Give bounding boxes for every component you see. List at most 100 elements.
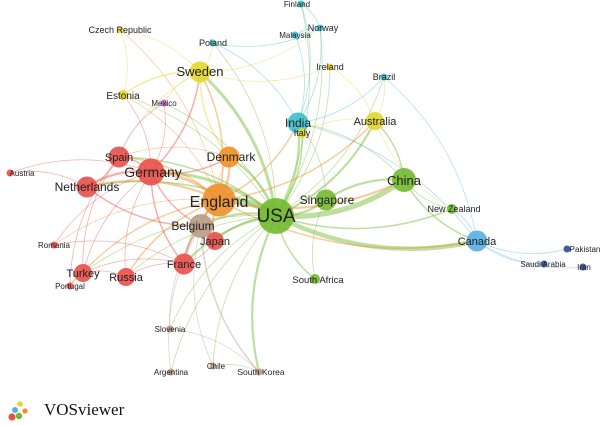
label-poland: Poland — [199, 38, 227, 48]
link-usa-spain — [118, 156, 277, 217]
label-belgium: Belgium — [171, 219, 214, 233]
node-mexico[interactable] — [160, 99, 168, 107]
link-england-china — [217, 178, 406, 210]
link-england-turkey — [82, 199, 220, 274]
node-italy[interactable] — [297, 128, 307, 138]
link-usa-turkey — [82, 215, 277, 274]
node-france[interactable] — [173, 253, 195, 275]
node-austria[interactable] — [6, 169, 14, 177]
label-malaysia: Malaysia — [279, 31, 311, 40]
link-spain-turkey — [82, 156, 120, 274]
node-south_africa[interactable] — [310, 274, 320, 284]
label-norway: Norway — [308, 23, 339, 33]
link-india-brazil — [297, 76, 385, 124]
node-usa[interactable] — [258, 198, 294, 234]
link-belgium-argentina — [168, 225, 202, 373]
node-new_zealand[interactable] — [447, 204, 457, 214]
link-usa-finland — [275, 3, 311, 217]
label-denmark: Denmark — [207, 150, 257, 164]
node-sweden[interactable] — [189, 61, 211, 83]
label-england: England — [190, 194, 249, 211]
vosviewer-brand: VOSviewer — [8, 398, 124, 422]
node-turkey[interactable] — [74, 264, 92, 282]
node-portugal[interactable] — [66, 282, 74, 290]
vosviewer-logo-icon — [8, 401, 28, 421]
node-netherlands[interactable] — [76, 176, 98, 198]
network-labels: USAEnglandGermanyBelgiumChinaSingaporeDe… — [10, 0, 600, 377]
link-india-norway — [297, 27, 322, 124]
label-slovenia: Slovenia — [155, 325, 186, 334]
label-austria: Austria — [10, 169, 35, 178]
link-canada-india — [297, 122, 478, 242]
label-argentina: Argentina — [154, 368, 189, 377]
node-germany[interactable] — [137, 158, 165, 186]
node-russia[interactable] — [117, 268, 135, 286]
node-china[interactable] — [392, 168, 416, 192]
node-spain[interactable] — [108, 146, 130, 168]
node-iran[interactable] — [579, 263, 587, 271]
link-england-canada — [218, 199, 478, 249]
label-south_korea: South Korea — [237, 367, 285, 377]
node-singapore[interactable] — [315, 189, 337, 211]
label-russia: Russia — [109, 272, 144, 284]
link-usa-new_zealand — [275, 208, 453, 230]
link-india-malaysia — [294, 34, 305, 124]
node-malaysia[interactable] — [291, 31, 299, 39]
link-germany-russia — [124, 171, 152, 278]
node-pakistan[interactable] — [563, 245, 571, 253]
link-spain-portugal — [69, 156, 120, 287]
link-usa-chile — [212, 215, 277, 367]
label-india: India — [285, 116, 311, 130]
label-australia: Australia — [354, 116, 398, 128]
link-england-czech — [119, 29, 220, 201]
link-usa-ireland — [275, 66, 331, 217]
node-belgium[interactable] — [189, 214, 213, 238]
link-england-estonia — [122, 94, 220, 201]
node-england[interactable] — [202, 183, 236, 217]
label-italy: Italy — [294, 128, 311, 138]
link-usa-canada — [273, 213, 480, 251]
link-denmark-spain — [118, 146, 230, 158]
label-canada: Canada — [458, 236, 497, 248]
node-brazil[interactable] — [380, 73, 388, 81]
label-new_zealand: New Zealand — [427, 204, 480, 214]
label-netherlands: Netherlands — [55, 180, 120, 194]
link-china-india — [297, 122, 405, 181]
link-germany-austria — [9, 159, 152, 174]
label-spain: Spain — [105, 152, 133, 164]
node-japan[interactable] — [206, 232, 224, 250]
link-sweden-ireland — [199, 66, 331, 82]
link-sweden-spain — [118, 71, 201, 158]
node-argentina[interactable] — [167, 368, 175, 376]
node-poland[interactable] — [209, 39, 217, 47]
label-germany: Germany — [124, 164, 182, 180]
link-canada-iran — [476, 240, 584, 269]
node-estonia[interactable] — [118, 90, 128, 100]
label-czech: Czech Republic — [88, 25, 152, 35]
link-usa-brazil — [275, 76, 385, 217]
node-norway[interactable] — [316, 24, 324, 32]
label-china: China — [387, 173, 422, 188]
node-saudi_arabia[interactable] — [540, 260, 548, 268]
link-canada-brazil — [383, 76, 478, 242]
node-slovenia[interactable] — [166, 325, 174, 333]
node-ireland[interactable] — [326, 63, 334, 71]
link-estonia-czech — [119, 29, 128, 96]
node-romania[interactable] — [50, 241, 58, 249]
node-denmark[interactable] — [218, 146, 240, 168]
link-india-poland — [212, 42, 299, 124]
node-chile[interactable] — [209, 362, 217, 370]
node-finland[interactable] — [297, 0, 305, 8]
node-south_korea[interactable] — [255, 368, 263, 376]
label-singapore: Singapore — [300, 193, 355, 207]
vosviewer-name: VOSviewer — [44, 400, 125, 419]
link-sweden-norway — [199, 27, 321, 73]
label-turkey: Turkey — [66, 268, 100, 280]
link-germany-turkey — [82, 171, 152, 274]
label-brazil: Brazil — [373, 72, 396, 82]
node-canada[interactable] — [466, 230, 488, 252]
node-australia[interactable] — [366, 112, 384, 130]
network-nodes — [6, 0, 587, 376]
node-czech[interactable] — [116, 26, 124, 34]
